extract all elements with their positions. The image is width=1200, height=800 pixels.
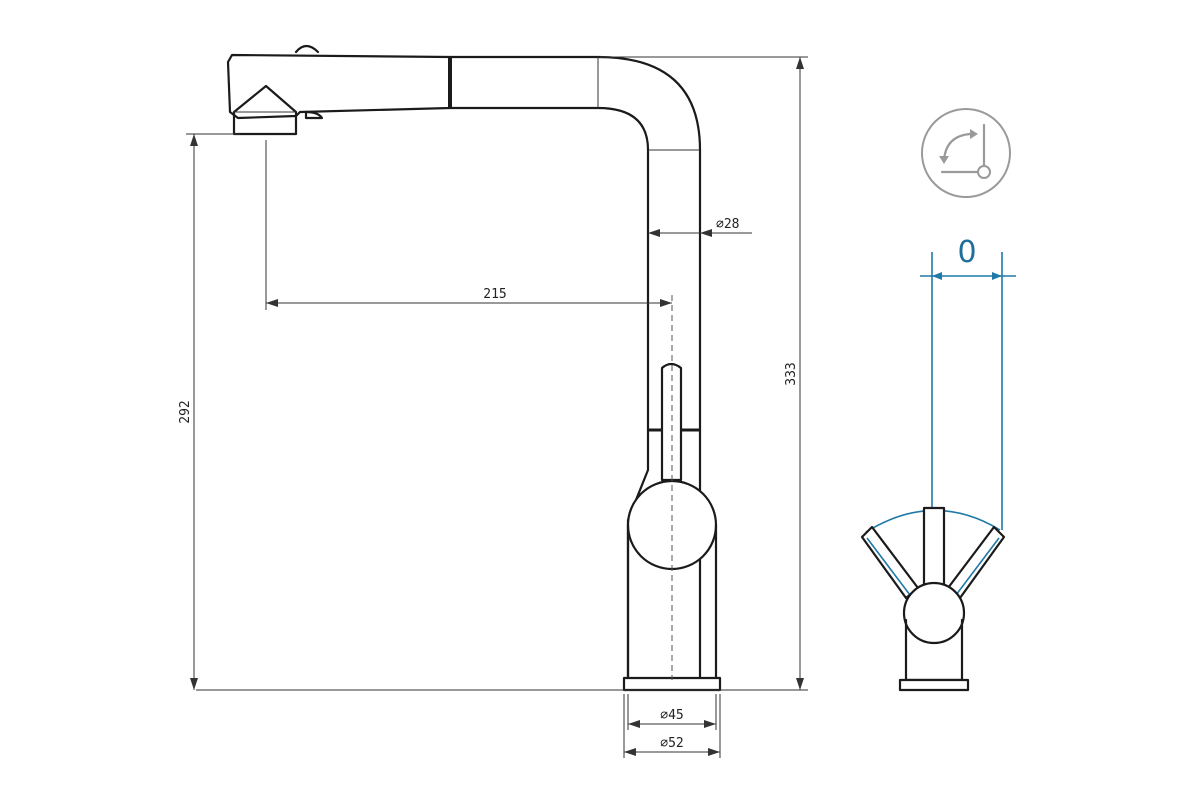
spout-head [226,53,452,120]
dim-spout-diameter: ∅28 [716,217,739,232]
dim-reach: 215 [483,287,506,302]
dim-total-height: 333 [784,362,799,385]
front-base-plate [898,678,970,692]
rotation-angle-label: 0 [957,235,976,270]
aerator [232,84,298,136]
spout-body [448,55,702,690]
spray-button [294,44,320,54]
dimension-lines: 333 292 215 ∅28 ∅45 [178,56,808,758]
front-mixer-body [902,581,966,645]
dim-outlet-height: 292 [178,400,193,423]
faucet-side-view [226,44,722,692]
faucet-front-view: 0 [860,235,1016,692]
rotation-angle-icon [921,108,1011,198]
dim-base-outer-diameter: ∅52 [660,736,683,751]
lever-left [860,525,920,600]
dim-base-inner-diameter: ∅45 [660,708,683,723]
lever-handle [660,362,683,482]
lever-right [946,525,1006,600]
